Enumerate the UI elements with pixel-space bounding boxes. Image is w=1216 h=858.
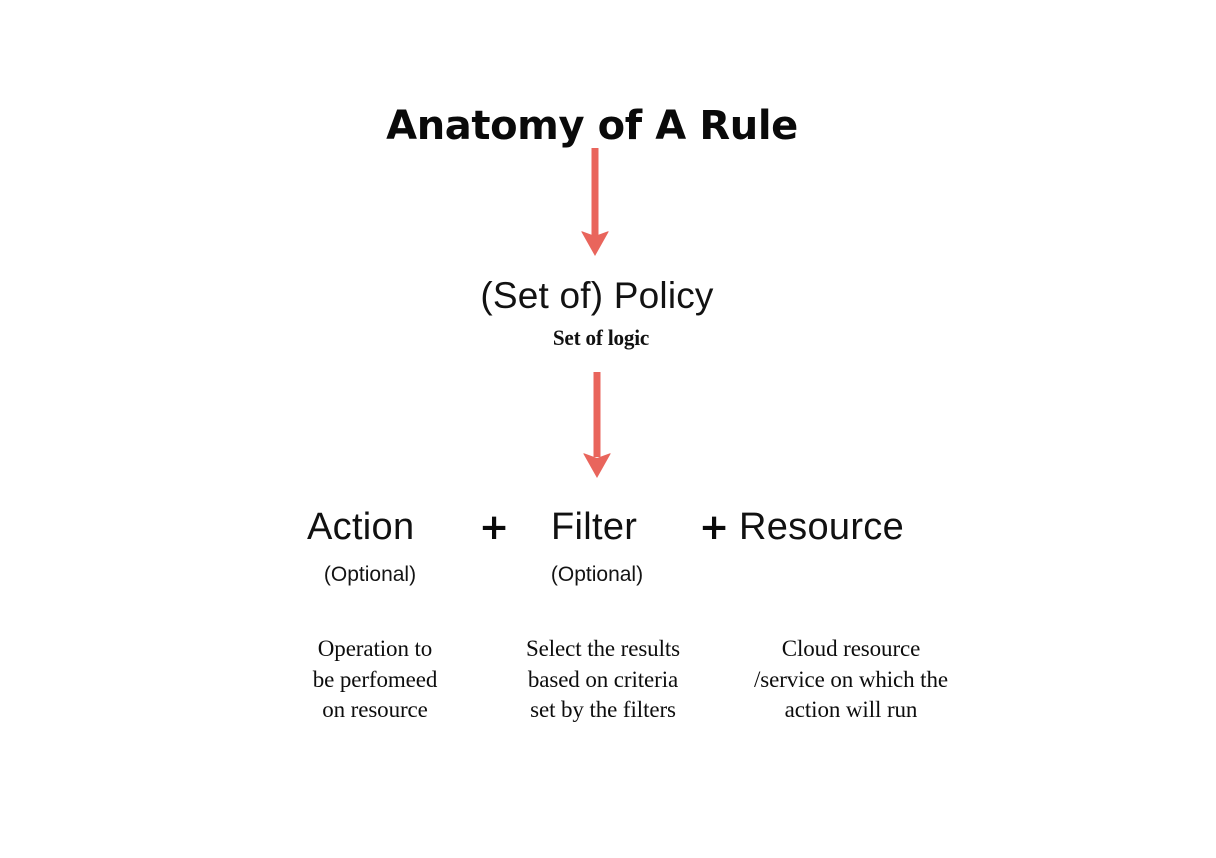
arrow-title-to-policy-icon	[578, 148, 612, 258]
description-line: set by the filters	[530, 697, 676, 722]
description-line: Operation to	[317, 636, 433, 661]
component-description-resource: Cloud resource/service on which the actio…	[726, 634, 976, 726]
description-line: on resource	[322, 697, 428, 722]
description-line: Select the results	[525, 636, 681, 661]
description-line: Cloud resource	[781, 636, 921, 661]
arrow-policy-to-components-icon	[580, 372, 614, 482]
policy-subtitle: Set of logic	[552, 325, 650, 350]
component-term-action: Action	[307, 506, 415, 548]
description-line: based on criteria	[527, 666, 679, 692]
page-title: Anatomy of A Rule	[386, 103, 798, 149]
component-term-filter: Filter	[551, 506, 638, 548]
description-line: /service on which the	[754, 666, 948, 692]
component-description-action: Operation to be perfomeed on resource	[265, 634, 485, 726]
components-row: Action + Filter + Resource	[0, 500, 1216, 560]
optional-label-filter: (Optional)	[550, 563, 644, 586]
policy-heading: (Set of) Policy	[480, 275, 714, 316]
plus-operator-2: +	[699, 507, 730, 548]
description-line: be perfomeed	[312, 666, 438, 692]
optional-label-action: (Optional)	[323, 563, 417, 586]
description-line: action will run	[784, 697, 918, 722]
plus-operator-1: +	[479, 507, 510, 548]
component-term-resource: Resource	[739, 506, 905, 548]
component-description-filter: Select the results based on criteria set b…	[493, 634, 713, 726]
